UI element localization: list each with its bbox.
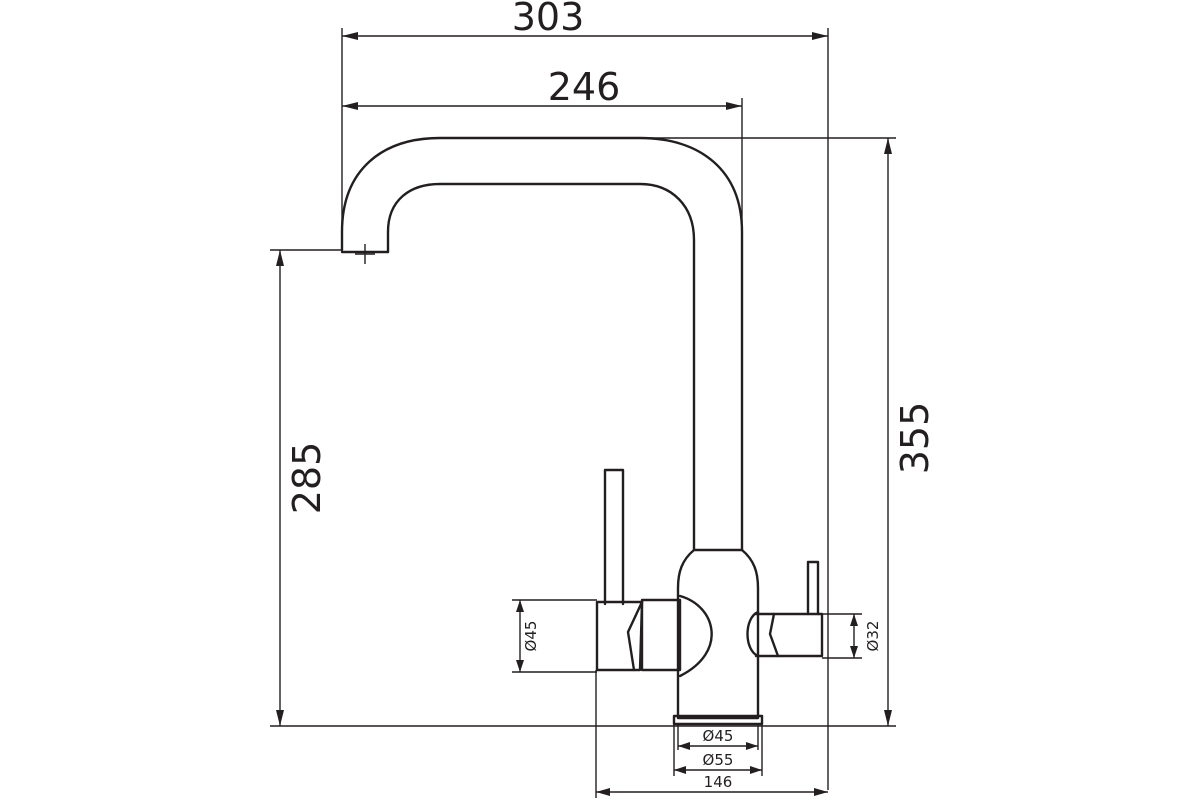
aerator-center-mark — [355, 244, 375, 264]
dim-base-width-label: 146 — [704, 773, 733, 791]
faucet-body — [676, 548, 760, 720]
dim-spout-height: 285 — [270, 249, 342, 726]
left-handle-lever — [603, 468, 625, 606]
dim-left-handle-dia: Ø45 — [512, 599, 597, 673]
dim-left-handle-dia-label: Ø45 — [522, 621, 540, 652]
right-handle-bevel — [768, 612, 780, 658]
right-collar — [746, 610, 760, 658]
base-ring — [672, 714, 764, 726]
dim-base: Ø45 Ø55 146 — [595, 670, 828, 798]
dim-base-dia-inner-label: Ø45 — [703, 727, 734, 745]
dim-spout-reach: 246 — [342, 65, 743, 230]
dim-spout-reach-label: 246 — [548, 65, 621, 109]
left-handle-cartridge — [595, 600, 644, 672]
right-handle-lever — [806, 560, 820, 616]
spout-outer-contour — [340, 136, 744, 552]
dim-right-handle-dia: Ø32 — [822, 613, 882, 659]
spout-inner-contour — [386, 182, 696, 552]
dim-overall-width: 303 — [341, 0, 829, 790]
left-connector — [640, 598, 682, 672]
right-handle-cylinder — [754, 612, 824, 658]
left-dome — [678, 594, 713, 678]
dim-overall-width-label: 303 — [512, 0, 585, 39]
dim-base-dia-outer-label: Ø55 — [703, 751, 734, 769]
faucet-outline — [340, 136, 824, 726]
dim-right-handle-dia-label: Ø32 — [864, 621, 882, 652]
dim-overall-height: 355 — [270, 137, 937, 727]
left-handle-bevel — [626, 600, 644, 672]
dim-overall-height-label: 355 — [893, 402, 937, 475]
dim-spout-height-label: 285 — [285, 442, 329, 515]
